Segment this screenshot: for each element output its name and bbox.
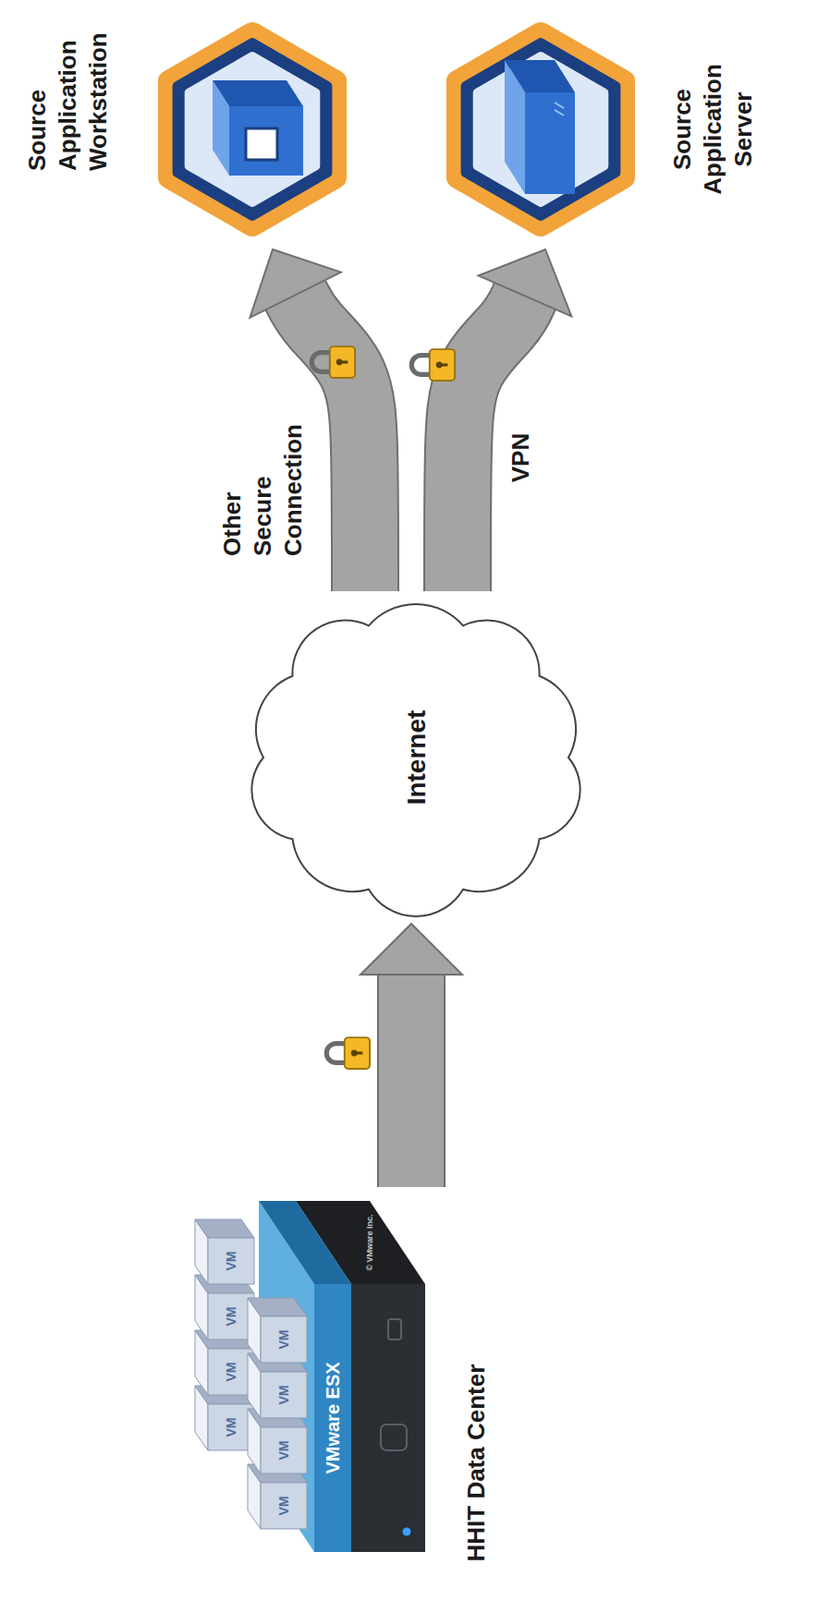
lock-icon — [326, 1037, 370, 1070]
rotated-frame: Internet — [231, 591, 601, 925]
rotated-frame: HHIT Data Center — [18, 1187, 518, 1590]
node-text: Source Application Server — [667, 63, 759, 196]
label-holder: VM — [223, 1363, 240, 1383]
label-holder: VM — [276, 1497, 293, 1517]
hex-icon — [136, 13, 368, 245]
server-node: Source Application Server — [425, 9, 805, 250]
vm-label: VM — [223, 1307, 240, 1328]
arrow-head — [249, 249, 341, 318]
node-text: Source Application Workstation — [22, 32, 114, 171]
esx-front — [314, 1284, 352, 1553]
copyright-note: © VMware Inc. — [365, 1214, 376, 1271]
server-icon — [504, 60, 575, 195]
hex-navy-ring — [465, 42, 617, 217]
node-text: Internet — [400, 710, 433, 806]
vm-label: VM — [223, 1252, 240, 1272]
hex-inner — [476, 55, 606, 204]
product-name: VMware ESX — [321, 1362, 344, 1475]
edge-label-holder: VPN — [499, 406, 541, 509]
arrow-head — [478, 249, 573, 317]
vm-label: VM — [276, 1497, 293, 1517]
vmware-server-picture — [195, 1201, 426, 1553]
label-holder: VM — [223, 1307, 240, 1328]
vm-label: VM — [276, 1330, 293, 1351]
rotated-frame: Source Application Workstation — [18, 9, 370, 250]
vm-label: VM — [223, 1363, 240, 1383]
internet-cloud: Internet — [231, 591, 601, 925]
data-center-node: HHIT Data Center — [18, 1187, 518, 1590]
lock-icon — [311, 346, 355, 379]
rotated-frame: VPN — [499, 406, 541, 509]
lock-icon — [411, 349, 455, 381]
label-holder: VM — [223, 1252, 240, 1272]
label-holder: © VMware Inc. — [365, 1214, 376, 1271]
connection-label: Other Secure Connection — [217, 424, 309, 557]
server-led — [402, 1528, 412, 1538]
server-slot — [388, 1319, 402, 1341]
label-holder: VM — [276, 1386, 293, 1406]
hex-navy-ring — [177, 42, 329, 217]
hex-orange-border — [457, 33, 624, 226]
arrow-edge — [377, 975, 446, 1188]
hex-inner — [188, 55, 318, 204]
esx-side — [258, 1201, 352, 1285]
block-arrow — [457, 249, 572, 592]
workstation-icon — [212, 80, 304, 176]
rotated-frame: Source Application Server — [425, 9, 805, 250]
arrow-body — [378, 975, 444, 1188]
vm-label: VM — [223, 1418, 240, 1439]
label-holder: VM — [223, 1418, 240, 1439]
hex-orange-border — [169, 33, 336, 226]
rotated-frame: Other Secure Connection — [207, 388, 319, 564]
node-text: HHIT Data Center — [460, 1364, 491, 1563]
workstation-node: Source Application Workstation — [18, 9, 370, 250]
label-holder: VMware ESX — [321, 1362, 344, 1475]
cloud-shape — [251, 604, 580, 917]
vm-cubes — [195, 1220, 307, 1530]
vm-label: VM — [276, 1386, 293, 1406]
hex-icon — [425, 13, 657, 245]
server-button — [380, 1425, 407, 1452]
server-front — [351, 1284, 426, 1553]
vm-label: VM — [276, 1441, 293, 1462]
block-arrow — [360, 924, 463, 1188]
label-holder: VM — [276, 1330, 293, 1351]
connection-label: VPN — [504, 432, 536, 482]
label-holder: VM — [276, 1441, 293, 1462]
edge-label-holder: Other Secure Connection — [207, 388, 319, 564]
arrow-head — [360, 924, 463, 976]
